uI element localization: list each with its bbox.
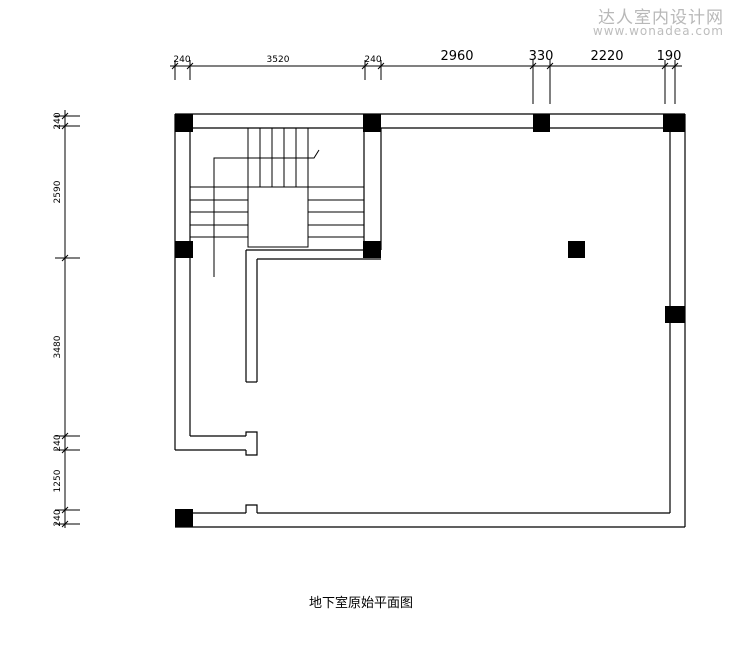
- dim-left-2: 2590: [53, 180, 63, 203]
- column: [363, 241, 381, 258]
- dimension-slashes: [61, 62, 679, 528]
- dim-left-1: 240: [53, 112, 63, 129]
- column: [175, 114, 193, 132]
- column: [568, 241, 585, 258]
- bottom-wall-notch: [245, 504, 258, 513]
- dim-left-3: 3480: [53, 335, 63, 358]
- dim-left-5: 1250: [53, 469, 63, 492]
- dim-top-6: 2220: [590, 49, 623, 64]
- watermark-url: www.wonadea.com: [592, 24, 724, 38]
- top-dimension-labels: 240 3520 240 2960 330 2220 190: [173, 49, 681, 65]
- column: [363, 114, 381, 132]
- left-wall-end: [245, 431, 258, 456]
- drawing-title: 地下室原始平面图: [0, 592, 732, 611]
- dim-top-5: 330: [529, 49, 554, 64]
- dim-top-3: 240: [364, 55, 381, 65]
- column: [533, 114, 550, 132]
- dim-top-1: 240: [173, 55, 190, 65]
- columns: [175, 114, 685, 527]
- left-dimension-labels: 240 2590 3480 240 1250 240: [53, 112, 63, 526]
- stair-direction-line: [213, 149, 320, 277]
- dim-top-2: 3520: [267, 55, 290, 65]
- column: [175, 509, 193, 527]
- dim-top-4: 2960: [440, 49, 473, 64]
- stairs: [190, 128, 364, 277]
- walls: [174, 113, 686, 528]
- dimension-lines: [55, 60, 682, 528]
- dim-left-6: 240: [53, 509, 63, 526]
- column: [663, 114, 685, 132]
- column: [175, 241, 193, 258]
- drawing-title-text: 地下室原始平面图: [308, 596, 413, 611]
- dim-top-7: 190: [657, 49, 682, 64]
- stair-landing: [247, 186, 309, 248]
- watermark-site-name: 达人室内设计网: [598, 8, 724, 28]
- column: [665, 306, 685, 323]
- dim-left-4: 240: [53, 434, 63, 451]
